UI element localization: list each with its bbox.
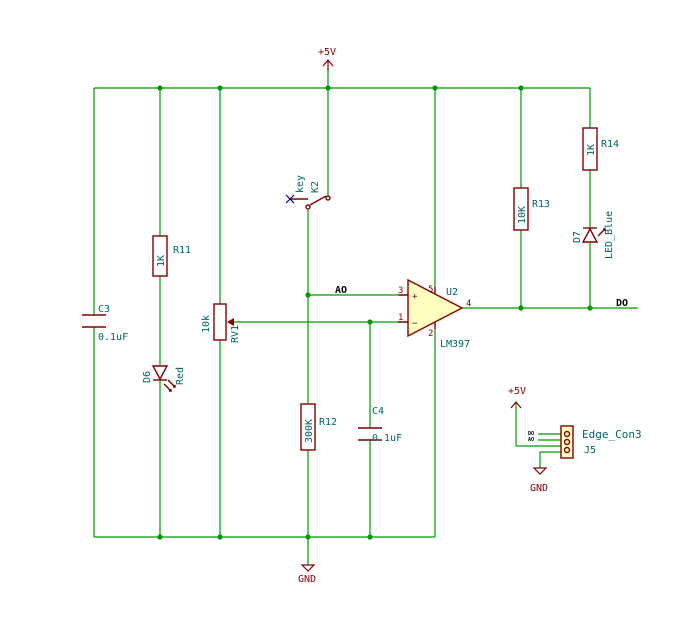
rv1-value: 10k (201, 315, 212, 333)
vcc-top-label: +5V (318, 47, 336, 58)
u2-pin-minus: − (412, 319, 418, 329)
switch-k2: key K2 (285, 175, 331, 210)
u2-pin-plus: + (412, 292, 418, 302)
r14-value: 1K (586, 144, 597, 156)
connector-j5: DO AO Edge_Con3 J5 (528, 425, 642, 459)
r11-ref: R11 (173, 245, 191, 256)
j5-value: Edge_Con3 (582, 428, 642, 441)
u2-value: LM397 (440, 339, 470, 350)
k2-value: key (295, 175, 306, 193)
junctions (157, 85, 593, 540)
net-label-ao: AO (335, 285, 347, 296)
resistor-r13: 10K R13 (513, 187, 550, 231)
r13-ref: R13 (532, 199, 550, 210)
capacitor-c4: C4 0.1uF (358, 406, 402, 444)
resistor-r12: 300K R12 (300, 403, 337, 451)
r12-ref: R12 (319, 417, 337, 428)
d6-value: Red (175, 367, 186, 385)
r13-value: 10K (517, 206, 528, 224)
gnd-bottom-label: GND (298, 574, 316, 585)
d7-value: LED_Blue (604, 211, 615, 259)
d6-ref: D6 (142, 371, 153, 383)
power-gnd-conn: GND (530, 467, 548, 494)
u2-pin5: 5 (428, 285, 433, 295)
capacitor-c3: C3 0.1uF (82, 304, 128, 343)
net-label-do: DO (616, 298, 628, 309)
potentiometer-rv1: 10k RV1 (201, 303, 241, 343)
resistor-r14: 1K R14 (582, 127, 619, 171)
led-d6: D6 Red (142, 365, 186, 392)
power-vcc-top: +5V (318, 47, 336, 70)
j5-pin-d0: DO (528, 431, 534, 437)
r12-value: 300K (304, 419, 315, 443)
vcc-conn-label: +5V (508, 386, 526, 397)
r11-value: 1K (156, 255, 167, 267)
j5-pin-a0: AO (528, 437, 534, 443)
u2-pin2: 2 (428, 329, 433, 339)
comparator-u2: + − 3 1 5 2 4 U2 LM397 (398, 278, 471, 350)
net-labels: AO DO (335, 285, 628, 309)
c4-ref: C4 (372, 406, 384, 417)
k2-ref: K2 (310, 181, 321, 193)
u2-pin3: 3 (398, 286, 403, 296)
u2-pin4: 4 (466, 299, 471, 309)
c4-value: 0.1uF (372, 433, 402, 444)
gnd-conn-label: GND (530, 483, 548, 494)
rv1-ref: RV1 (230, 325, 241, 343)
j5-ref: J5 (584, 445, 596, 456)
led-d7: D7 LED_Blue (572, 211, 615, 259)
u2-ref: U2 (446, 287, 458, 298)
u2-pin1: 1 (398, 313, 403, 323)
c3-value: 0.1uF (98, 332, 128, 343)
c3-ref: C3 (98, 304, 110, 315)
resistor-r11: 1K R11 (152, 235, 191, 277)
power-gnd-bottom: GND (298, 564, 316, 585)
d7-ref: D7 (572, 231, 583, 243)
wires (93, 68, 638, 565)
r14-ref: R14 (601, 139, 619, 150)
power-vcc-conn: +5V (508, 386, 526, 409)
